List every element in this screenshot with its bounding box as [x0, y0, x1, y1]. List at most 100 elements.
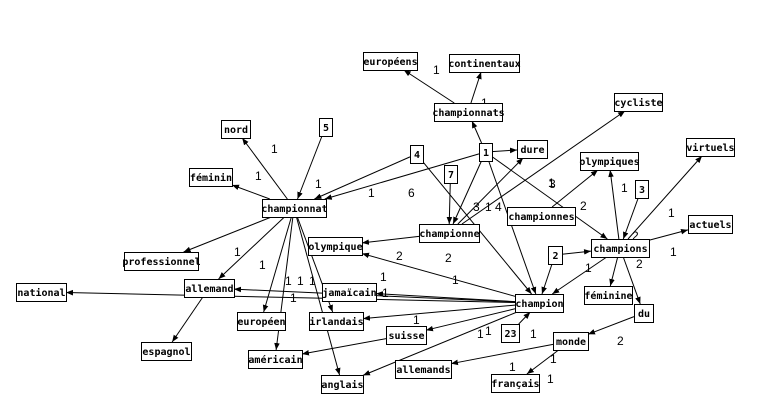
node-monde: monde: [553, 332, 589, 351]
edge-weight-label: 3: [549, 177, 556, 191]
edge-champions-champion: [551, 256, 608, 295]
node-virtuels: virtuels: [686, 138, 735, 157]
edge-championne-cycliste: [461, 110, 626, 225]
edge-weight-label: 2: [632, 229, 639, 243]
node-n7: 7: [444, 165, 458, 184]
node-label: espagnol: [142, 347, 190, 358]
node-label: allemand: [185, 284, 233, 295]
edge-n1-championnat: [324, 153, 480, 200]
edge-weight-label: 2: [396, 249, 403, 263]
edge-champion-olympique: [361, 252, 516, 297]
node-du: du: [634, 304, 654, 323]
node-label: championne: [419, 228, 479, 240]
edge-championnat-europeen: [262, 216, 292, 313]
node-continentaux: continentaux: [448, 54, 521, 73]
edge-suisse-americain: [301, 338, 387, 356]
node-n3: 3: [635, 180, 649, 199]
edge-n7-championne: [446, 182, 453, 225]
edge-weight-label: 1: [670, 245, 677, 259]
edge-championnats-europeens: [403, 69, 455, 104]
node-n5: 5: [319, 118, 333, 137]
edge-champions-olympiques: [608, 169, 620, 240]
edge-weight-label: 1: [550, 352, 557, 366]
node-allemand: allemand: [184, 279, 235, 298]
node-cycliste: cycliste: [614, 93, 663, 112]
node-label: féminine: [584, 290, 632, 302]
node-championnats: championnats: [432, 103, 505, 122]
edge-weight-label: 1: [477, 327, 484, 341]
edge-championnat-professionnel: [183, 216, 272, 253]
edge-champion-irlandais: [362, 304, 516, 321]
node-label: monde: [556, 337, 586, 348]
node-label: nord: [224, 125, 248, 136]
edge-weight-label: 1: [485, 200, 492, 214]
node-americain: américain: [248, 350, 303, 369]
node-championnes: championnes: [507, 207, 576, 226]
edge-weight-label: 1: [509, 360, 516, 374]
edge-championnat-nord: [241, 137, 288, 200]
node-label: anglais: [321, 379, 363, 391]
edge-championnats-continentaux: [470, 71, 482, 104]
edge-weight-label: 2: [580, 199, 587, 213]
node-professionnel: professionnel: [122, 252, 201, 271]
node-label: championnes: [508, 211, 574, 223]
edge-n2-champion: [541, 263, 553, 295]
edge-weight-label: 2: [445, 251, 452, 265]
edge-weight-label: 1: [255, 169, 262, 183]
edge-championne-dure: [457, 157, 524, 225]
node-championnat: championnat: [261, 199, 328, 218]
edge-champions-feminine: [609, 256, 619, 287]
node-label: irlandais: [309, 316, 363, 328]
node-allemands: allemands: [395, 360, 452, 379]
node-nord: nord: [221, 120, 251, 139]
edge-weight-label: 1: [413, 313, 420, 327]
edge-weight-label: 2: [617, 334, 624, 348]
node-olympiques: olympiques: [579, 152, 640, 171]
edge-weight-label: 1: [547, 372, 554, 386]
node-label: suisse: [388, 330, 424, 342]
node-dure: dure: [517, 140, 548, 159]
node-jamaicain: jamaïcain: [322, 283, 377, 302]
edge-weight-label: 1: [368, 186, 375, 200]
edge-weight-label: 1: [548, 176, 555, 190]
node-label: virtuels: [686, 142, 734, 154]
edge-champion-jamaicain: [375, 291, 516, 303]
edge-n4-championnat: [314, 156, 411, 200]
node-n4: 4: [410, 145, 424, 164]
edge-n1-championne: [452, 160, 482, 225]
edge-weight-label: 1: [259, 258, 266, 272]
node-label: champions: [593, 243, 647, 255]
edge-weight-label: 6: [408, 186, 415, 200]
edge-championnes-olympiques: [551, 169, 599, 208]
node-label: dure: [520, 145, 544, 156]
node-label: 1: [483, 148, 489, 159]
node-label: national: [17, 287, 65, 299]
edge-weight-label: 1: [380, 270, 387, 284]
edge-du-monde: [587, 316, 635, 335]
edge-weight-label: 1: [234, 245, 241, 259]
edge-n2-champions: [561, 249, 592, 255]
node-label: européen: [237, 316, 285, 328]
edge-championnat-allemand: [218, 216, 285, 280]
node-champions: champions: [591, 239, 650, 258]
node-n2: 2: [548, 246, 563, 265]
edge-championne-olympique: [361, 235, 420, 245]
node-suisse: suisse: [386, 326, 427, 345]
node-label: 7: [448, 170, 454, 181]
node-feminine: féminine: [584, 286, 633, 305]
edge-monde-francais: [526, 349, 559, 375]
node-n23: 23: [501, 324, 520, 343]
node-olympique: olympique: [308, 237, 363, 256]
node-label: continentaux: [448, 58, 520, 70]
node-label: olympique: [308, 241, 362, 253]
node-label: 3: [639, 185, 645, 196]
node-championne: championne: [419, 224, 480, 243]
edge-weight-label: 1: [382, 286, 389, 300]
edge-weight-label: 1: [290, 291, 297, 305]
node-actuels: actuels: [688, 215, 733, 234]
node-irlandais: irlandais: [309, 312, 364, 331]
node-anglais: anglais: [321, 375, 364, 394]
edge-champion-national: [65, 289, 516, 303]
edge-weight-label: 1: [297, 274, 304, 288]
